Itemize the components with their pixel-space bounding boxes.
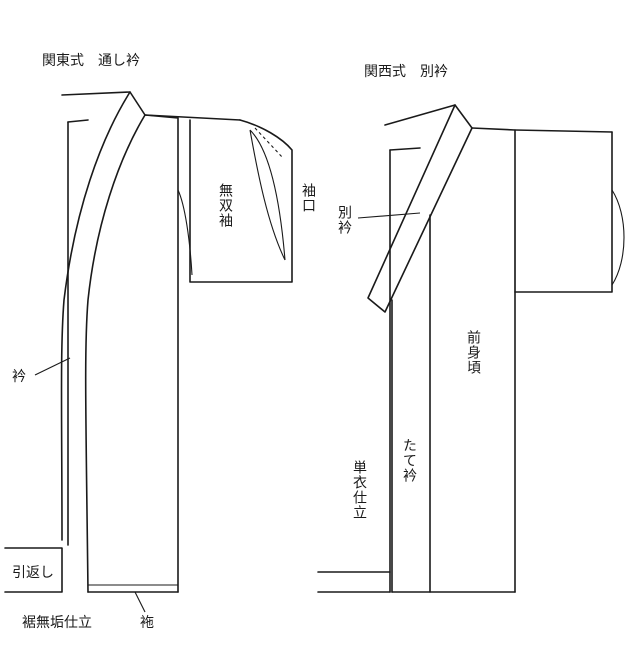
label-suso: 裾無垢仕立: [22, 615, 92, 631]
right-collar-band: [367, 104, 473, 313]
label-betsueri: 別衿: [336, 205, 352, 235]
left-title: 関東式 通し衿: [42, 53, 140, 69]
label-tateeri: たて衿: [401, 438, 417, 483]
label-musou-sode: 無双袖: [217, 183, 233, 228]
right-sleeve-curve: [611, 189, 625, 286]
left-sleeve: [189, 119, 293, 283]
left-shoulder: [144, 114, 241, 121]
left-sleeve-dashed-line: [254, 127, 284, 159]
right-kimono-drawing: [317, 104, 625, 593]
label-hitoe: 単衣仕立: [351, 460, 367, 520]
left-lining-fold: [4, 547, 63, 593]
label-hikikaeshi: 引返し: [12, 565, 54, 581]
left-collar-outer: [60, 91, 131, 541]
right-tateeri: [391, 214, 431, 593]
left-back-collar: [61, 91, 146, 123]
right-title: 関西式 別衿: [364, 64, 448, 80]
left-front-edge: [144, 114, 179, 593]
left-sleeve-inner-fold: [249, 129, 286, 261]
left-fuki-leader: [134, 591, 146, 613]
left-kimono-drawing: [4, 91, 293, 613]
right-back-collar: [384, 104, 473, 151]
right-sleeve: [514, 131, 613, 293]
label-eri: 衿: [12, 369, 26, 385]
right-betsueri-leader: [357, 212, 421, 219]
right-shoulder: [514, 129, 613, 133]
right-back-hem: [317, 571, 391, 593]
label-fuki: 袘: [140, 615, 154, 631]
label-sodeguchi: 袖口: [300, 183, 316, 213]
left-sleeve-side: [177, 189, 193, 276]
left-eri-leader: [34, 357, 71, 376]
label-maemigoro: 前身頃: [465, 330, 481, 375]
left-collar-inner: [84, 114, 146, 593]
